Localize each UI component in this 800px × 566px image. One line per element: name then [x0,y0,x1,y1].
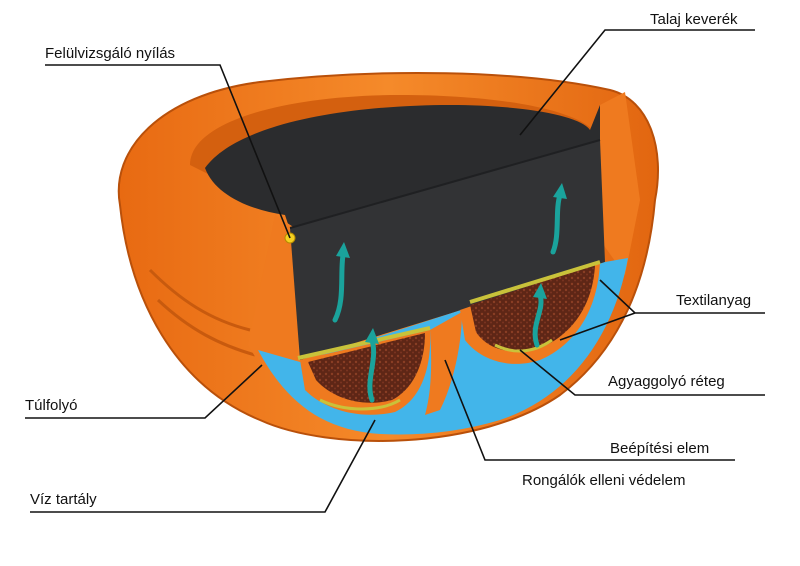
pot-rib-2 [156,298,256,357]
leader-textile [559,279,765,341]
label-inspection-opening: Felülvizsgáló nyílás [45,45,175,62]
center-divider [425,312,462,415]
soil-block-top-edge [289,139,601,229]
clay-layer-right [470,265,595,352]
arrow-2 [550,192,563,255]
pot-rib-1 [148,268,251,332]
label-overflow: Túlfolyó [25,397,78,414]
leader-inspection [45,64,291,239]
label-installation-element: Beépítési elem [610,440,709,457]
arrow-head-4 [533,283,547,299]
arrow-1 [332,252,346,323]
arrow-head-3 [365,328,379,344]
arrow-head-1 [336,242,350,258]
soil-block [290,140,605,360]
arrow-head-2 [553,183,567,199]
label-water-tank: Víz tartály [30,491,97,508]
arrow-4 [532,292,544,348]
textile-bottom-left [319,398,401,411]
arrow-3 [367,337,377,403]
leader-water [30,419,376,513]
textile-right [469,260,601,304]
label-clay-ball-layer: Agyaggolyó réteg [608,373,725,390]
label-textile: Textilanyag [676,292,751,309]
clay-layer-left [308,333,425,403]
leader-installation [444,359,735,461]
label-vandal-protection: Rongálók elleni védelem [522,472,685,489]
leader-soil [519,29,755,136]
arrow-heads [336,183,567,344]
leader-clay [519,349,765,396]
label-soil-mixture: Talaj keverék [650,11,738,28]
wicking-arrows [332,192,563,403]
textile-left [297,326,431,360]
leader-lines [25,29,765,513]
cut-wall-right [600,92,640,275]
leader-overflow [25,364,263,419]
cut-wall-left [248,215,298,368]
textile-bottom-right [494,338,553,353]
